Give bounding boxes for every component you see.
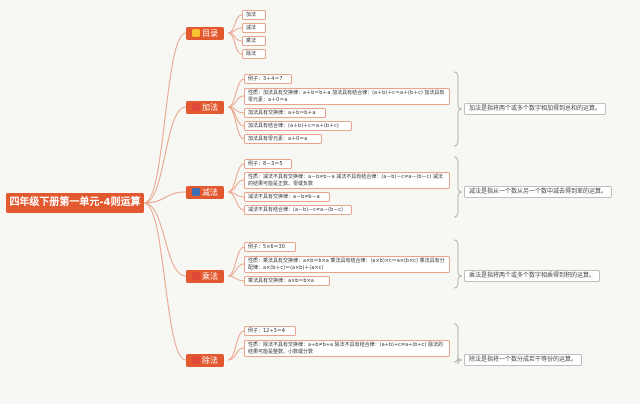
fire-icon [192,356,200,364]
branch-connector [227,163,245,193]
jian-example[interactable]: 例子：8－3＝5 [244,159,292,169]
snowflake-icon [192,188,200,196]
heart-icon [192,272,200,280]
branch-connector [227,275,245,282]
jia-item[interactable]: 加法具有结合律：(a＋b)＋c＝a＋(b＋c) [244,121,352,131]
branch-connector [227,32,243,42]
cheng-item[interactable]: 乘法具有交换律：a×b＝b×a [244,276,330,286]
root-connector [143,202,187,277]
fire-icon [192,103,200,111]
cheng-property[interactable]: 性质：乘法具有交换律：a×b＝b×a 乘法具有结合律：(a×b)×c＝a×(b×… [244,256,450,273]
branch-connector [227,191,245,211]
chu-property[interactable]: 性质：除法不具有交换律：a÷b≠b÷a 除法不具有结合律：(a÷b)÷c≠a÷(… [244,340,450,357]
branch-chu[interactable]: 除法 [186,354,224,367]
branch-mulu-label: 目录 [202,29,218,38]
mulu-item[interactable]: 减法 [242,23,266,33]
mulu-item[interactable]: 乘法 [242,36,266,46]
branch-jia-label: 加法 [202,103,218,112]
jia-summary[interactable]: 加法是指将两个或多个数字相加得到总和的运算。 [464,103,607,115]
jia-item[interactable]: 加法具有交换律：a＋b＝b＋a [244,108,326,118]
jian-item[interactable]: 减法不具有交换律：a－b≠b－a [244,192,330,202]
chu-example[interactable]: 例子：12÷3＝4 [244,326,296,336]
jian-item[interactable]: 减法不具有结合律：(a－b)－c≠a－(b－c) [244,205,352,215]
jia-item[interactable]: 加法具有零元素：a＋0＝a [244,134,322,144]
jian-summary[interactable]: 减法是指从一个数从另一个数中减去得到差的运算。 [464,186,613,198]
heart-icon [192,29,200,37]
cheng-summary[interactable]: 乘法是指将两个或多个数字相乘得到积的运算。 [464,270,601,282]
branch-mulu[interactable]: 目录 [186,27,224,40]
jian-property[interactable]: 性质：减法不具有交换律：a－b≠b－a 减法不具有结合律：(a－b)－c≠a－(… [244,172,450,189]
root-connector [143,202,187,361]
summary-bracket [453,71,463,147]
branch-connector [227,32,243,55]
branch-connector [227,330,245,361]
root-connector [143,32,187,204]
summary-bracket [453,156,463,218]
jia-property[interactable]: 性质：加法具有交换律：a＋b＝b＋a 加法具有结合律：(a＋b)＋c＝a＋(b＋… [244,88,450,105]
branch-jian-label: 减法 [202,188,218,197]
root-connector [143,191,187,204]
mulu-item[interactable]: 除法 [242,49,266,59]
branch-chu-label: 除法 [202,356,218,365]
root-connector [143,106,187,204]
branch-cheng[interactable]: 乘法 [186,270,224,283]
branch-connector [227,106,245,140]
branch-jia[interactable]: 加法 [186,101,224,114]
summary-bracket [453,323,463,365]
branch-connector [227,246,245,277]
branch-jian[interactable]: 减法 [186,186,224,199]
mulu-item[interactable]: 加法 [242,10,266,20]
summary-bracket [453,239,463,289]
root-node[interactable]: 四年级下册第一单元-4则运算 [6,193,144,213]
branch-connector [227,78,245,108]
cheng-example[interactable]: 例子：5×6＝30 [244,242,296,252]
chu-summary[interactable]: 除法是指将一个数分成若干等份的运算。 [464,354,583,366]
branch-cheng-label: 乘法 [202,272,218,281]
jia-example[interactable]: 例子：3＋4＝7 [244,74,292,84]
branch-connector [227,347,245,361]
